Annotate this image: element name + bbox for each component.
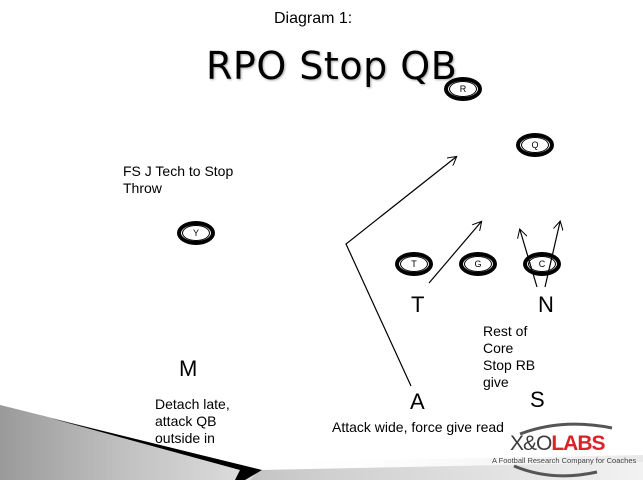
t-route-arrow bbox=[428, 222, 481, 284]
page-title: RPO Stop QB bbox=[206, 44, 458, 88]
diagram-label: Diagram 1: bbox=[274, 10, 353, 27]
defender-a: A bbox=[410, 389, 425, 414]
player-g: G bbox=[459, 252, 497, 276]
defender-m: M bbox=[179, 356, 198, 381]
player-r-label: R bbox=[449, 81, 477, 97]
xo-labs-logo: X&OLABS A Football Research Company for … bbox=[492, 420, 636, 480]
fs-note: FS J Tech to Stop Throw bbox=[123, 163, 234, 196]
player-y: Y bbox=[177, 221, 215, 245]
logo-tagline: A Football Research Company for Coaches bbox=[492, 456, 637, 465]
defender-n: N bbox=[538, 292, 554, 317]
player-y-label: Y bbox=[182, 225, 210, 241]
player-c: C bbox=[523, 252, 561, 276]
player-t-label: T bbox=[400, 256, 428, 272]
player-t: T bbox=[395, 252, 433, 276]
player-c-label: C bbox=[528, 256, 556, 272]
logo-wordmark: X&OLABS bbox=[510, 432, 606, 455]
a-note: Attack wide, force give read bbox=[332, 419, 504, 435]
defender-t: T bbox=[411, 292, 425, 317]
core-note: Rest of Core Stop RB give bbox=[483, 323, 536, 390]
m-note: Detach late, attack QB outside in bbox=[155, 396, 230, 446]
player-q: Q bbox=[516, 133, 554, 157]
player-r: R bbox=[444, 77, 482, 101]
player-g-label: G bbox=[464, 256, 492, 272]
logo-swoosh-icon bbox=[513, 422, 613, 478]
a-route-arrow bbox=[345, 157, 456, 387]
player-q-label: Q bbox=[521, 137, 549, 153]
defender-s: S bbox=[530, 387, 545, 412]
